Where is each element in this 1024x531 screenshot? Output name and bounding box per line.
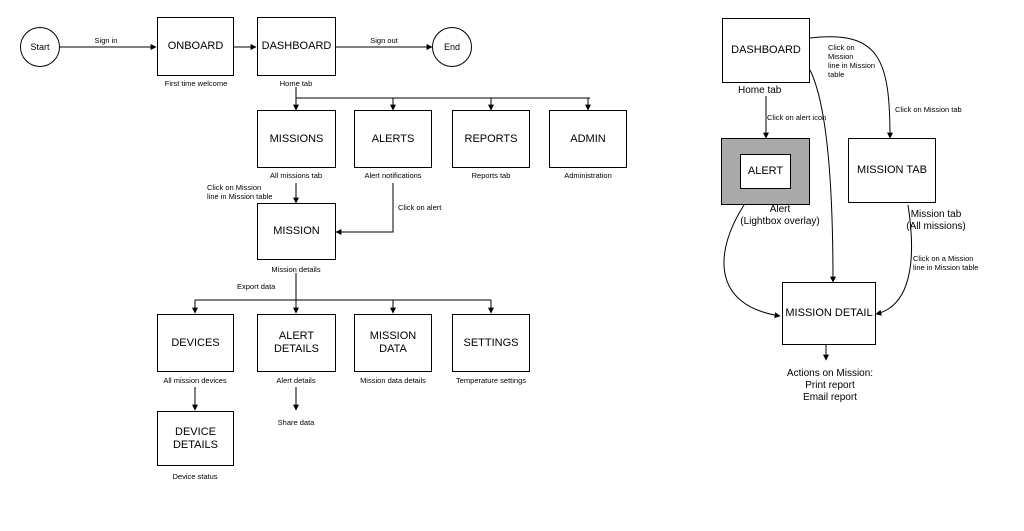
- mission-actions-caption: Actions on Mission: Print report Email r…: [786, 368, 874, 403]
- mission-node: MISSION: [257, 203, 336, 260]
- right-dashboard-node: DASHBOARD: [722, 18, 810, 83]
- export-data-label: Export data: [237, 282, 276, 291]
- sign-out-label: Sign out: [370, 36, 398, 45]
- click-mission-line-2-label: Click on a Mission line in Mission table: [913, 254, 979, 272]
- edge-dashboard-mission-detail: [809, 69, 836, 283]
- missions-node: MISSIONS: [257, 110, 336, 168]
- start-node: Start: [20, 27, 60, 67]
- click-alert-icon-label: Click on alert icon: [767, 113, 827, 122]
- alert-details-node: ALERT DETAILS: [257, 314, 336, 372]
- reports-node: REPORTS: [452, 110, 530, 168]
- sign-in-label: Sign in: [94, 36, 118, 45]
- settings-node: SETTINGS: [452, 314, 530, 372]
- devices-node: DEVICES: [157, 314, 234, 372]
- mission-tab-node: MISSION TAB: [848, 138, 936, 203]
- mission-details-caption: Mission details: [271, 265, 321, 274]
- alert-lightbox-caption: Alert (Lightbox overlay): [740, 204, 820, 227]
- click-mission-tab-label: Click on Mission tab: [895, 105, 962, 114]
- mission-detail-node: MISSION DETAIL: [782, 282, 876, 345]
- share-data-caption: Share data: [277, 418, 315, 427]
- click-on-alert-label: Click on alert: [398, 203, 442, 212]
- all-mission-devices-caption: All mission devices: [163, 376, 227, 385]
- dashboard-node: DASHBOARD: [257, 17, 336, 76]
- alerts-node: ALERTS: [354, 110, 432, 168]
- first-time-welcome-caption: First time welcome: [164, 79, 228, 88]
- alert-details-caption: Alert details: [276, 376, 316, 385]
- end-node: End: [432, 27, 472, 67]
- edge-alert-mission-detail: [723, 204, 781, 319]
- device-details-node: DEVICE DETAILS: [157, 411, 234, 466]
- temperature-settings-caption: Temperature settings: [455, 376, 527, 385]
- edge-dashboard-mission-tab: [809, 36, 893, 139]
- home-tab-caption: Home tab: [279, 79, 313, 88]
- alert-inner-node: ALERT: [740, 154, 791, 189]
- mission-data-details-caption: Mission data details: [360, 376, 426, 385]
- mission-data-node: MISSION DATA: [354, 314, 432, 372]
- all-missions-tab-caption: All missions tab: [269, 171, 323, 180]
- mission-tab-caption: Mission tab (All missions): [906, 209, 966, 232]
- alert-lightbox-node: ALERT: [721, 138, 810, 205]
- right-home-tab-caption: Home tab: [738, 85, 782, 96]
- click-mission-line-label: Click on Mission line in Mission table: [207, 183, 273, 201]
- administration-caption: Administration: [564, 171, 612, 180]
- device-status-caption: Device status: [172, 472, 218, 481]
- alert-notifications-caption: Alert notifications: [364, 171, 422, 180]
- edge-mission-tab-mission-detail: [875, 204, 912, 316]
- onboard-node: ONBOARD: [157, 17, 234, 76]
- click-mission-line-right-label: Click on Mission line in Mission table: [828, 43, 876, 79]
- reports-tab-caption: Reports tab: [471, 171, 511, 180]
- edge-alerts-mission: [335, 183, 394, 235]
- admin-node: ADMIN: [549, 110, 627, 168]
